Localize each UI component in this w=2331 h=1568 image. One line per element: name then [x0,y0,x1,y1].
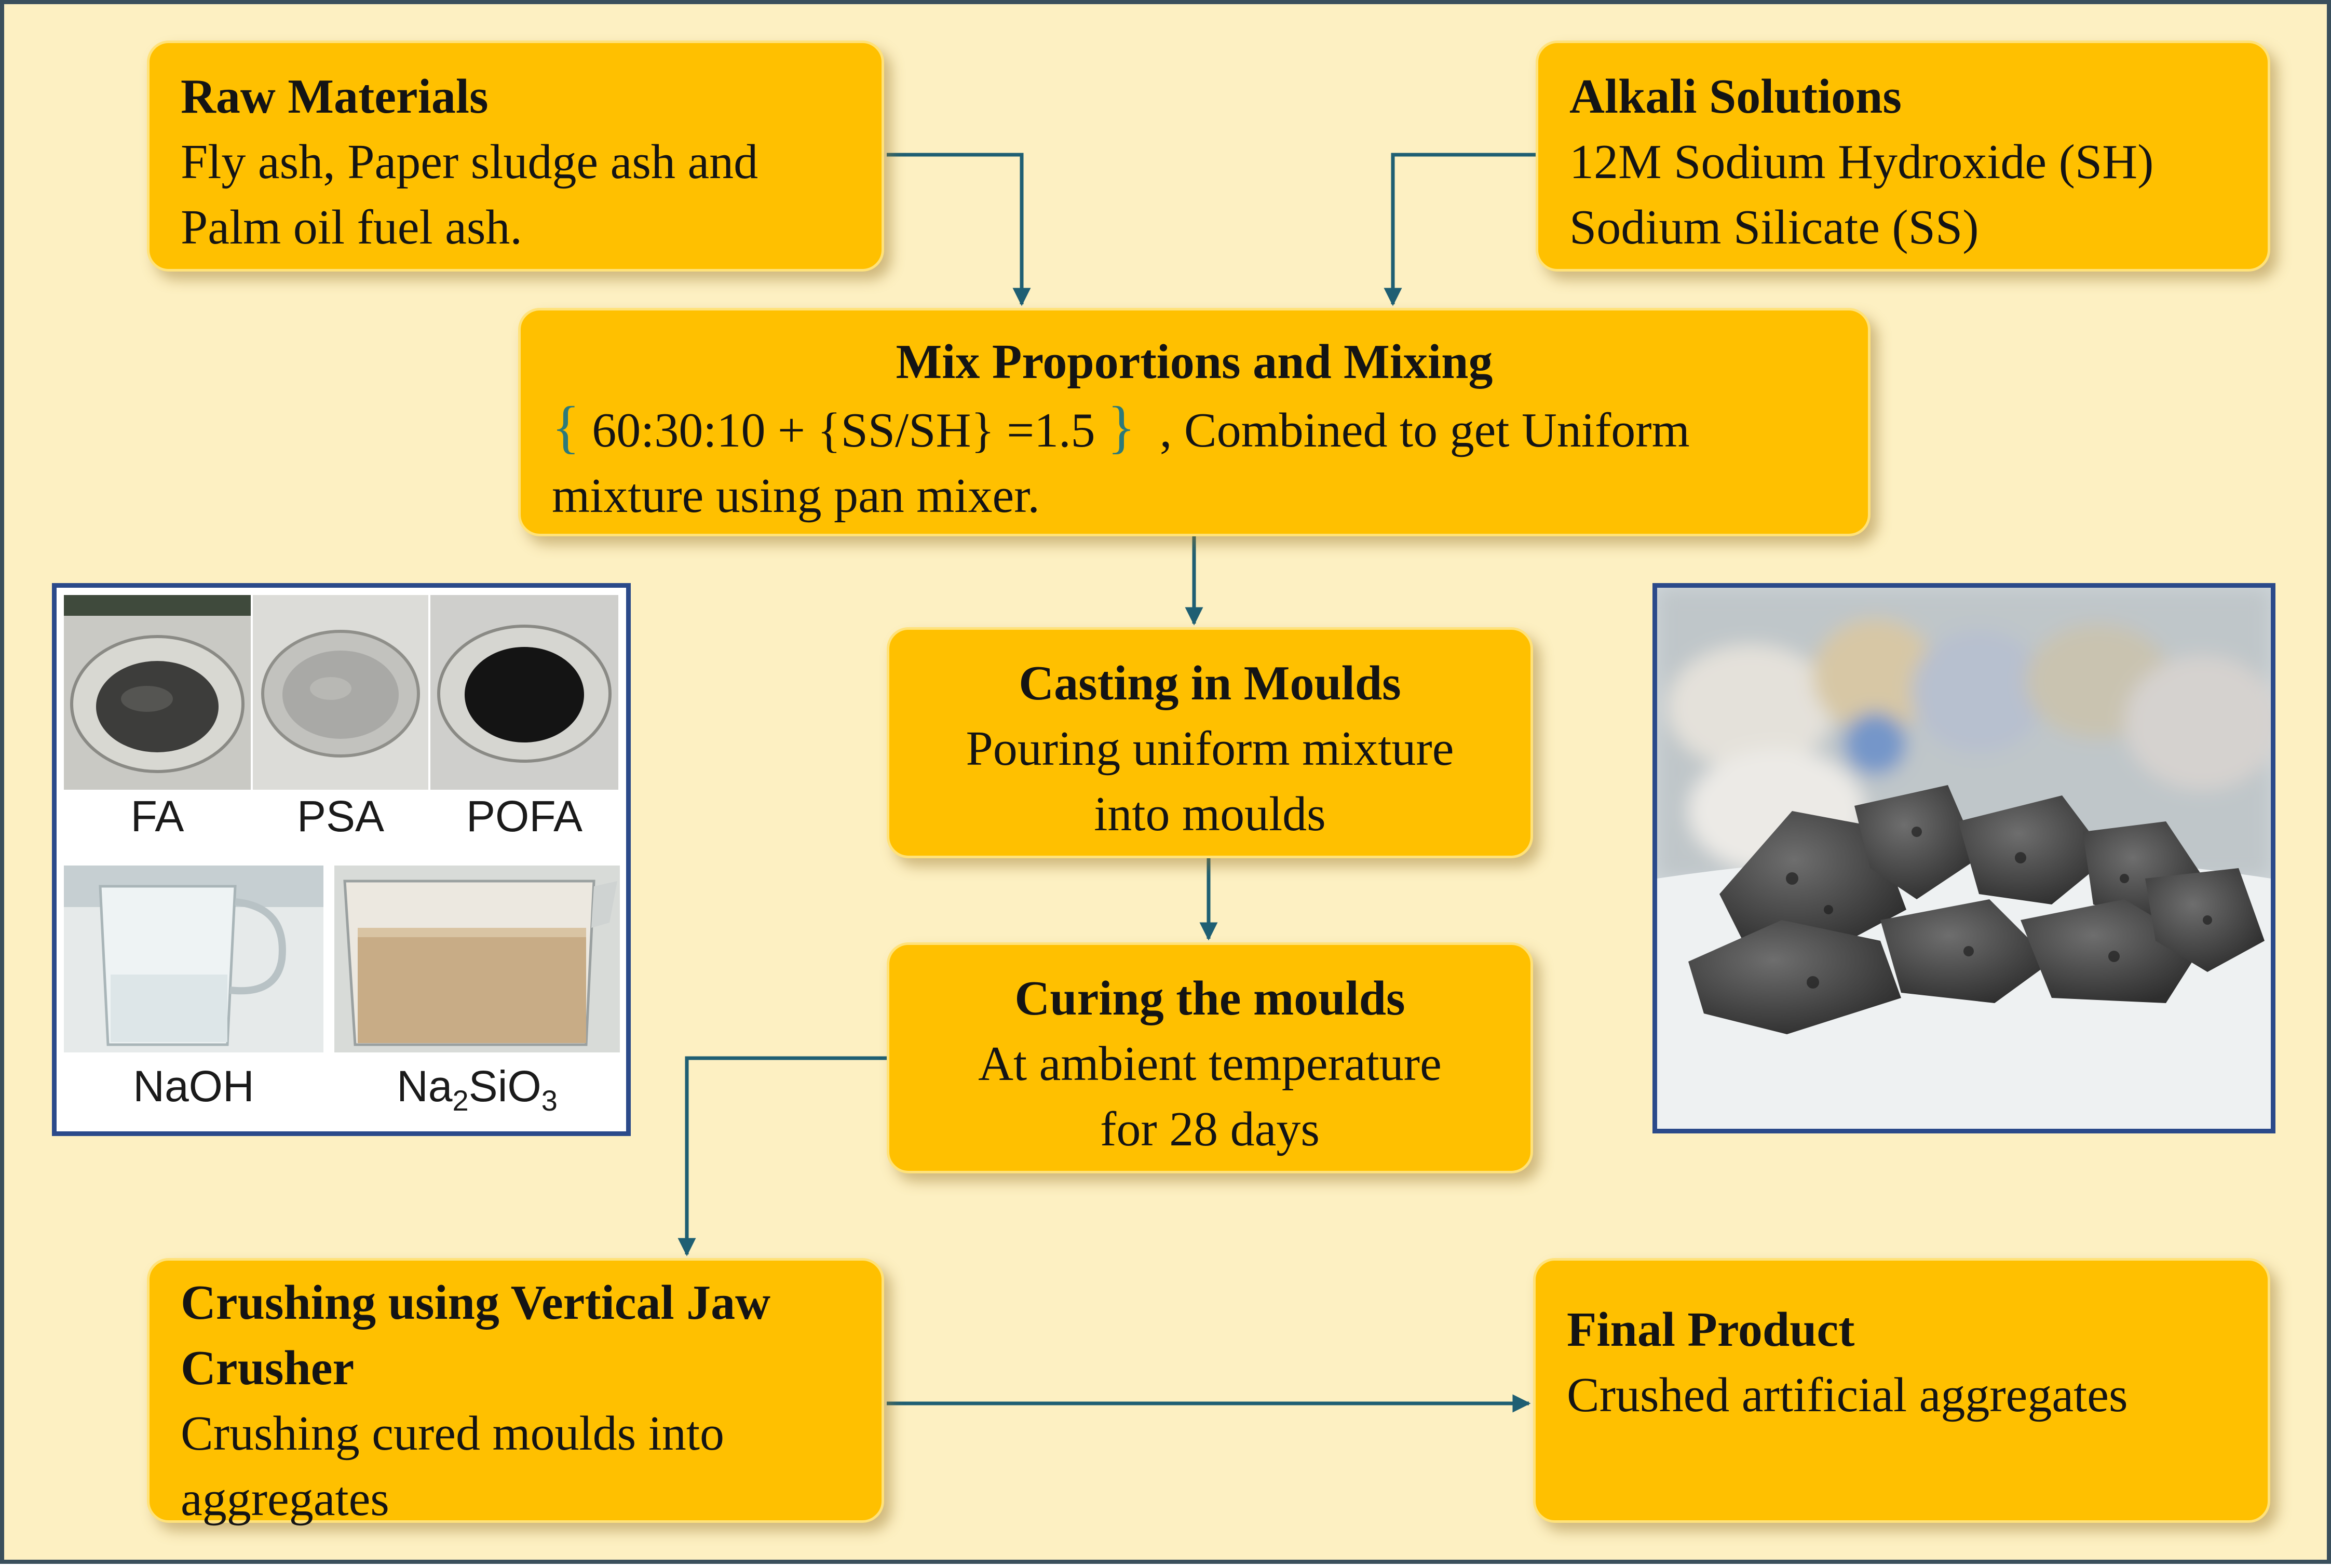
mixing-line-2: mixture using pan mixer. [552,469,1040,523]
arrow-alkali-to-mixing [1384,153,1536,306]
arrow-curing-to-crushing [677,1056,887,1256]
alkali-solutions-line-2: Sodium Silicate (SS) [1569,200,1979,254]
psa-bowl-image [253,595,428,790]
final-product-box: Final Product Crushed artificial aggrega… [1533,1258,2270,1523]
crushing-box: Crushing using Vertical Jaw Crusher Crus… [147,1258,884,1526]
pofa-label: POFA [466,792,583,841]
curing-line-1: At ambient temperature [978,1037,1442,1091]
mixing-title: Mix Proportions and Mixing [896,335,1493,389]
curing-title: Curing the moulds [1014,971,1405,1025]
final-product-title: Final Product [1567,1303,1855,1357]
na2sio3-sio: SiO [468,1062,541,1111]
alkali-solutions-title: Alkali Solutions [1569,70,1902,124]
fa-bowl-image [64,595,251,790]
final-product-line-1: Crushed artificial aggregates [1567,1368,2128,1422]
crushing-title-line-2: Crusher [181,1341,355,1395]
na2sio3-beaker-image [334,866,620,1052]
casting-line-1: Pouring uniform mixture [966,722,1454,776]
alkali-solutions-box: Alkali Solutions 12M Sodium Hydroxide (S… [1536,40,2270,272]
casting-line-2: into moulds [1094,787,1326,841]
raw-materials-box: Raw Materials Fly ash, Paper sludge ash … [147,40,884,272]
na2sio3-na: Na [397,1062,453,1111]
na2sio3-label: Na2SiO3 [334,1055,620,1117]
raw-materials-line-1: Fly ash, Paper sludge ash and [181,135,758,189]
psa-label: PSA [296,792,385,841]
raw-materials-title: Raw Materials [181,70,489,124]
arrow-raw-to-mixing [887,153,1031,306]
flow-arrows [677,153,1536,1413]
mixing-line-1-rest: , Combined to get Uniform [1159,403,1690,457]
alkali-solutions-line-1: 12M Sodium Hydroxide (SH) [1569,135,2154,189]
crushing-title-line-1: Crushing using Vertical Jaw [181,1276,771,1330]
materials-photo: FA PSA POFA NaOH Na2SiO3 [52,583,631,1136]
mixing-line-1: { 60:30:10 + {SS/SH} =1.5 } , Combined t… [552,395,1837,463]
na2sio3-sub-2: 2 [452,1084,469,1117]
mixing-formula: 60:30:10 + {SS/SH} =1.5 [592,403,1095,457]
curing-box: Curing the moulds At ambient temperature… [887,942,1533,1173]
curing-line-2: for 28 days [1100,1102,1320,1156]
mixing-brace-open: { [552,395,580,459]
fa-label: FA [130,792,184,841]
mixing-box: Mix Proportions and Mixing { 60:30:10 + … [518,308,1871,536]
raw-materials-line-2: Palm oil fuel ash. [181,200,522,254]
crushing-line-1: Crushing cured moulds into [181,1407,724,1461]
casting-box: Casting in Moulds Pouring uniform mixtur… [887,627,1533,858]
aggregates-photo [1652,583,2275,1133]
pofa-bowl-image [430,595,618,790]
casting-title: Casting in Moulds [1019,656,1401,710]
naoh-beaker-image [64,866,323,1052]
na2sio3-sub-3: 3 [541,1084,558,1117]
aggregates-image [1657,588,2271,1129]
naoh-label: NaOH [133,1062,254,1111]
crushing-line-2: aggregates [181,1472,389,1526]
mixing-brace-close: } [1107,395,1135,459]
